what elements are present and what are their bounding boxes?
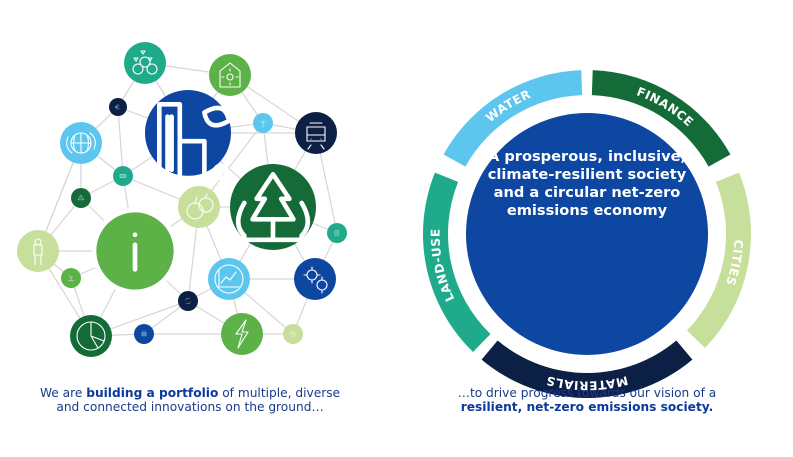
ring-segment-arc (443, 70, 583, 167)
warning-icon (77, 194, 85, 201)
left-caption-bold: building a portfolio (86, 386, 219, 400)
network-node-bank (134, 324, 154, 344)
globe-icon (66, 132, 96, 154)
node-circle (283, 324, 303, 344)
vision-statement: A prosperous, inclusive, climate-resilie… (487, 148, 687, 219)
ring-segment-arc (686, 172, 751, 348)
network-node-gears (294, 258, 336, 300)
recycle-icon (185, 297, 191, 305)
gears-icon (303, 266, 328, 294)
left-caption-text-end: of multiple, diverse and connected innov… (56, 386, 341, 414)
network-node-sprout (61, 268, 81, 288)
node-circle (109, 98, 127, 116)
money-bags-icon (132, 50, 158, 75)
network-node-person (17, 230, 59, 272)
network-node-doc (327, 223, 347, 243)
network-node-house (209, 54, 251, 96)
pie-chart-icon (76, 321, 106, 351)
left-caption-text: We are (39, 386, 87, 400)
node-circle (230, 164, 316, 250)
node-circle (327, 223, 347, 243)
euro-coin-icon (115, 104, 120, 110)
ring-segment-cities: CITIES (686, 172, 751, 348)
document-icon (334, 230, 340, 236)
network-node-building (142, 90, 232, 181)
network-node-money (124, 42, 166, 84)
left-caption: We are building a portfolio of multiple,… (30, 386, 350, 414)
network-node-fruit (178, 186, 220, 228)
solar-house-icon (219, 62, 241, 88)
right-caption-text: …to drive progress towards our vision of… (457, 386, 717, 400)
solar-panel-icon (119, 174, 127, 178)
line-chart-icon (214, 264, 244, 294)
wind-turbine-icon (259, 119, 267, 128)
forest-icon (235, 171, 311, 243)
network-node-chart (208, 258, 250, 300)
fruit-icon (186, 193, 214, 220)
right-caption: …to drive progress towards our vision of… (427, 386, 747, 414)
network-node-info (91, 207, 179, 295)
ring-segment-materials: MATERIALS (481, 340, 693, 398)
lightning-icon (235, 319, 249, 349)
vision-circle (466, 113, 708, 355)
network-node-globe (60, 122, 102, 164)
person-icon (33, 238, 43, 266)
network-node-forest (230, 164, 316, 250)
network-node-question (283, 324, 303, 344)
sprout-icon (67, 275, 75, 282)
network-node-warning (71, 188, 91, 208)
train-icon (306, 122, 326, 150)
bank-icon (141, 330, 147, 337)
network-node-cycle (178, 291, 198, 311)
network-link (117, 106, 124, 177)
info-icon (91, 207, 179, 295)
innovation-network (17, 42, 347, 357)
network-node-wind (253, 113, 273, 133)
right-caption-bold: resilient, net-zero emissions society. (460, 400, 714, 414)
node-circle (295, 112, 337, 154)
node-circle (124, 42, 166, 84)
ring-segment-label: MATERIALS (545, 373, 630, 392)
node-circle (17, 230, 59, 272)
network-node-pie (70, 315, 112, 357)
green-building-icon (142, 102, 232, 181)
network-node-euro (109, 98, 127, 116)
network-node-bolt (221, 313, 263, 355)
ring-segment-arc (481, 340, 693, 398)
ring-segment-arc (422, 172, 491, 352)
node-circle (178, 291, 198, 311)
network-node-train (295, 112, 337, 154)
network-node-solar (113, 166, 133, 186)
ring-segment-arc (591, 70, 731, 167)
